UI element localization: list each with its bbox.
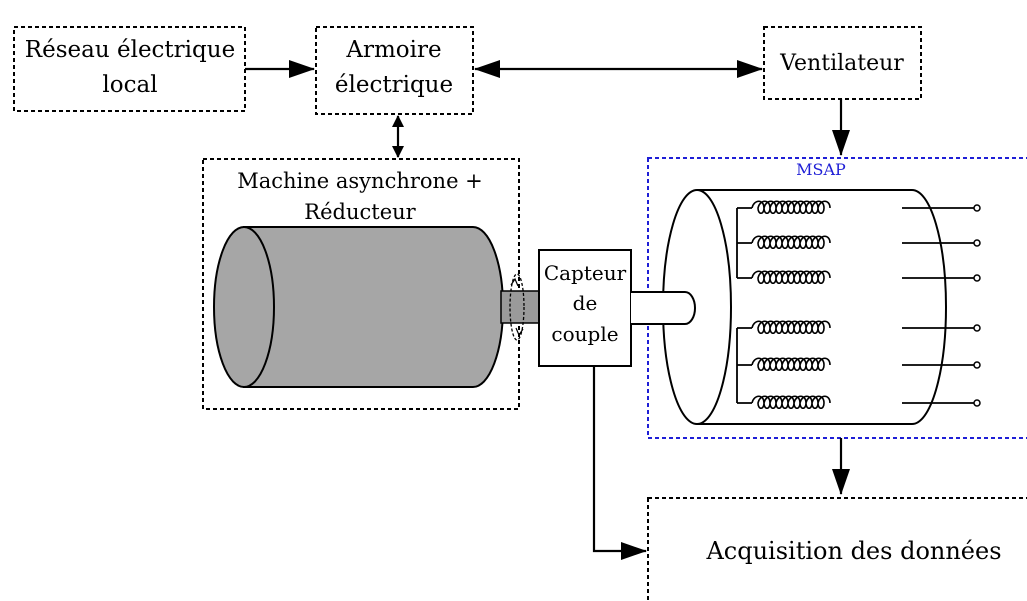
machine-label-line1: Machine asynchrone + (237, 169, 483, 193)
motor-shaft (500, 290, 542, 324)
msap-cylinder (697, 189, 947, 425)
rotation-indicator (509, 273, 525, 341)
capteur-label-line2: de (573, 291, 598, 315)
arrow-capteur-acquisition (592, 366, 647, 560)
coil-2 (751, 235, 981, 250)
capteur-label-line1: Capteur (544, 261, 627, 285)
armoire-label-line1: Armoire (345, 37, 441, 63)
msap-windings (736, 200, 981, 410)
msap-block: MSAP (631, 157, 1027, 439)
capteur-label-line3: couple (551, 322, 618, 346)
armoire-label-line2: électrique (335, 72, 453, 98)
acquisition-block: Acquisition des données (647, 497, 1027, 601)
coil-1 (751, 200, 981, 215)
reseau-label-line2: local (102, 72, 157, 98)
msap-label: MSAP (796, 160, 846, 179)
ventilateur-label: Ventilateur (779, 51, 904, 76)
coil-6 (751, 395, 981, 410)
capteur-block: Capteur de couple (538, 249, 632, 367)
coil-4 (751, 320, 981, 335)
ventilateur-block: Ventilateur (763, 26, 922, 100)
motor-cylinder (213, 226, 504, 388)
acquisition-label: Acquisition des données (705, 537, 1001, 565)
machine-block: Machine asynchrone + Réducteur (202, 158, 542, 410)
coil-3 (751, 270, 981, 285)
msap-shaft (631, 291, 696, 325)
coil-5 (751, 357, 981, 372)
armoire-block: Armoire électrique (315, 26, 474, 115)
reseau-label-line1: Réseau électrique (25, 37, 235, 63)
reseau-block: Réseau électrique local (13, 26, 246, 112)
machine-label-line2: Réducteur (304, 200, 416, 224)
